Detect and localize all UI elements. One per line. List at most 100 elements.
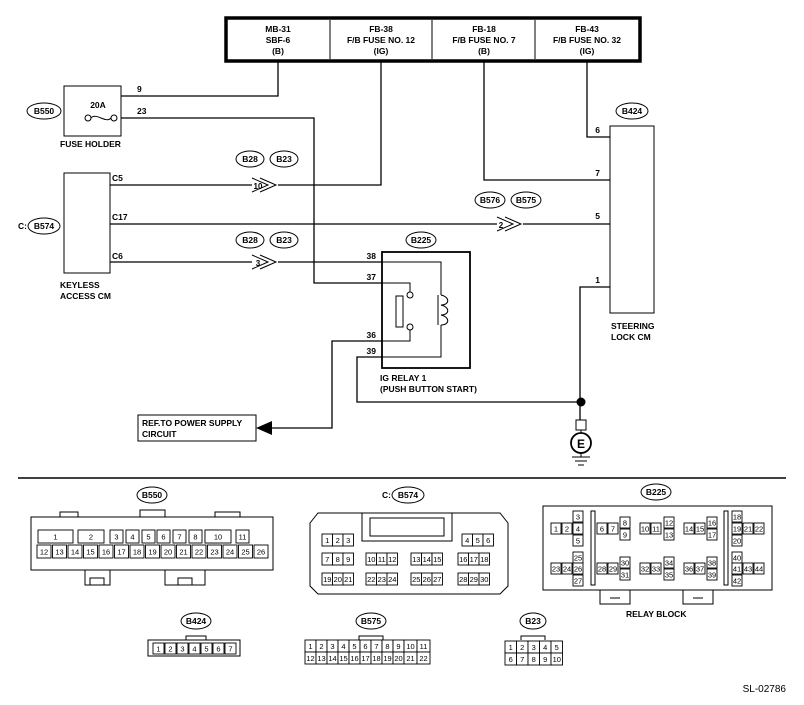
svg-text:4: 4 [130, 533, 134, 542]
pin-b575-8: 8 [381, 639, 394, 653]
pin-b574-20: 20 [332, 572, 344, 586]
pin-b225-11: 11 [650, 522, 662, 535]
svg-text:2: 2 [89, 533, 93, 542]
pin-b550-25: 25 [238, 544, 253, 559]
face-b550: B550 12345678910111213141516171819202122… [30, 486, 274, 586]
fuse-fb18-name: FB-18 [472, 24, 496, 34]
steering-pin-5: 5 [595, 211, 600, 221]
pin-b225-24: 24 [561, 562, 573, 575]
pin-b225-15: 15 [694, 522, 706, 535]
svg-text:13: 13 [665, 531, 673, 540]
pin-b225-10: 10 [639, 522, 651, 535]
svg-text:5: 5 [204, 645, 208, 654]
svg-text:29: 29 [470, 575, 478, 584]
fuse-fb43-fuse: F/B FUSE NO. 32 [553, 35, 621, 45]
fuse-mb31: MB-31 SBF-6 (B) [265, 24, 291, 56]
svg-text:7: 7 [611, 525, 615, 534]
power-source-block: MB-31 SBF-6 (B) FB-38 F/B FUSE NO. 12 (I… [224, 16, 642, 63]
pin-b225-30: 30 [619, 556, 631, 569]
fuse-mb31-name: MB-31 [265, 24, 291, 34]
pin-b225-42: 42 [731, 574, 743, 587]
pin-b424-6: 6 [212, 642, 225, 655]
svg-text:26: 26 [257, 548, 265, 557]
fuse-holder: 20A 9 23 FUSE HOLDER B550 [26, 84, 147, 149]
svg-text:25: 25 [574, 554, 582, 563]
svg-text:15: 15 [433, 555, 441, 564]
svg-text:20: 20 [164, 548, 172, 557]
pin-b550-23: 23 [207, 544, 222, 559]
pin-b575-10: 10 [403, 639, 418, 653]
fuse-fb18-fuse: F/B FUSE NO. 7 [452, 35, 516, 45]
pin-b225-7: 7 [607, 522, 619, 535]
relay-pin-38: 38 [367, 251, 377, 261]
pin-b550-24: 24 [222, 544, 238, 559]
svg-text:34: 34 [665, 559, 673, 568]
svg-text:19: 19 [323, 575, 331, 584]
pin-b574-15: 15 [431, 552, 443, 566]
face-b550-id: B550 [142, 490, 163, 500]
svg-text:17: 17 [470, 555, 478, 564]
arrow-left-icon [256, 421, 272, 435]
svg-text:12: 12 [40, 548, 48, 557]
pin-b550-13: 13 [52, 544, 67, 559]
inline-connector-2: B576 B575 2 [474, 191, 542, 232]
svg-text:3: 3 [330, 642, 334, 651]
pin-b550-14: 14 [67, 544, 83, 559]
svg-text:14: 14 [423, 555, 431, 564]
pin-b574-22: 22 [365, 572, 377, 586]
svg-text:26: 26 [574, 565, 582, 574]
svg-text:28: 28 [459, 575, 467, 584]
pin-b23-9: 9 [539, 652, 552, 666]
svg-text:7: 7 [177, 533, 181, 542]
pin-b225-38: 38 [706, 556, 718, 569]
face-b23-id: B23 [525, 616, 541, 626]
pin-b575-21: 21 [403, 651, 418, 665]
pin-b225-33: 33 [650, 562, 662, 575]
pin-b225-40: 40 [731, 551, 743, 564]
relay-contact-icon [395, 295, 404, 328]
inline-1-id-a: B28 [242, 154, 258, 164]
svg-text:18: 18 [372, 654, 380, 663]
svg-text:2: 2 [319, 642, 323, 651]
pin-b225-12: 12 [663, 516, 675, 529]
pin-b550-21: 21 [176, 544, 191, 559]
pin-b225-17: 17 [706, 528, 718, 541]
pin-b225-32: 32 [639, 562, 651, 575]
pin-b574-28: 28 [457, 572, 469, 586]
svg-text:6: 6 [486, 536, 490, 545]
ground-junction [576, 397, 586, 407]
svg-text:30: 30 [621, 559, 629, 568]
pin-b575-16: 16 [348, 651, 361, 665]
pin-b574-12: 12 [386, 552, 398, 566]
relay-pin-39: 39 [367, 346, 377, 356]
svg-text:14: 14 [328, 654, 336, 663]
pin-b225-26: 26 [572, 562, 584, 575]
pin-b575-9: 9 [392, 639, 405, 653]
svg-text:8: 8 [385, 642, 389, 651]
pin-b574-13: 13 [410, 552, 422, 566]
pin-b550-6: 6 [156, 529, 171, 544]
pin-b424-2: 2 [164, 642, 177, 655]
svg-text:20: 20 [394, 654, 402, 663]
keyless-label-2: ACCESS CM [60, 291, 111, 301]
pin-b550-19: 19 [145, 544, 160, 559]
pin-b574-1: 1 [321, 533, 333, 547]
svg-text:27: 27 [433, 575, 441, 584]
pin-b225-37: 37 [694, 562, 706, 575]
pin-b225-43: 43 [742, 562, 754, 575]
pin-b225-35: 35 [663, 568, 675, 581]
inline-2-id-b: B575 [516, 195, 537, 205]
pin-b550-8: 8 [188, 529, 203, 544]
connector-chevron-icon [251, 177, 278, 193]
ig-relay: B225 38 37 36 39 IG RELAY 1 (PUSH BUTTON… [367, 231, 477, 394]
face-b550-pins: 1234567891011121314151617181920212223242… [36, 529, 269, 559]
pin-b550-4: 4 [125, 529, 140, 544]
svg-text:10: 10 [553, 655, 561, 664]
inline-3-id-a: B28 [242, 235, 258, 245]
pin-b225-36: 36 [683, 562, 695, 575]
fuse-fb43-power: (IG) [580, 46, 595, 56]
svg-text:3: 3 [576, 513, 580, 522]
